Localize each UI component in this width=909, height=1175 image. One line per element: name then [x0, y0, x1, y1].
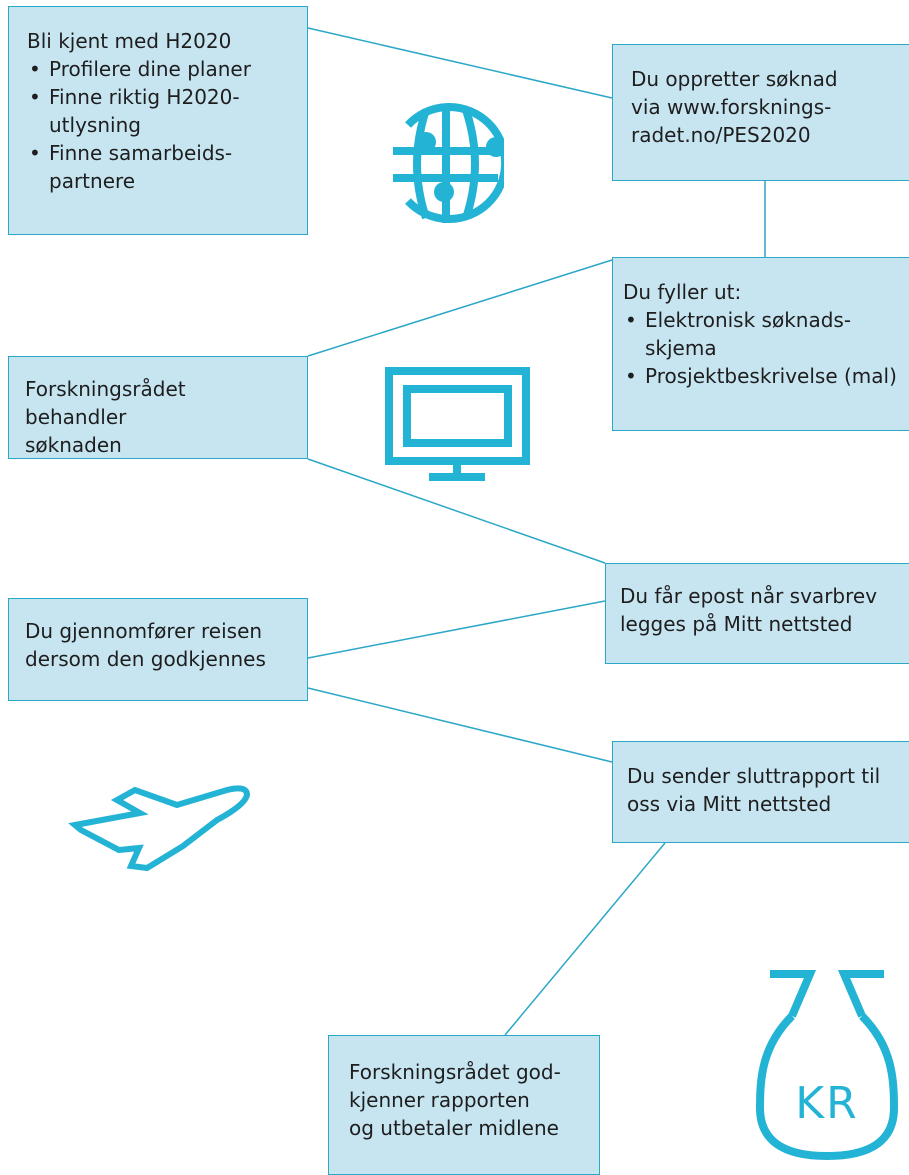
step-text: Du oppretter søknad via www.forsknings-r…: [631, 67, 838, 147]
step-box-email: Du får epost når svarbrev legges på Mitt…: [605, 563, 909, 664]
step-list: Profilere dine planer Finne riktig H2020…: [27, 55, 289, 195]
connector-7-8: [504, 842, 666, 1036]
step-box-create-application: Du oppretter søknad via www.forsknings-r…: [612, 44, 909, 181]
money-bag-icon: KR: [755, 970, 899, 1161]
step-text: Du sender sluttrapport til oss via Mitt …: [627, 764, 881, 816]
connector-4-5: [307, 458, 606, 564]
connector-6-7: [307, 687, 613, 763]
step-title: Du fyller ut:: [623, 280, 742, 304]
step-title: Bli kjent med H2020: [27, 29, 232, 53]
airplane-icon: [68, 785, 251, 872]
step-box-approval: Forskningsrådet god-kjenner rapporten og…: [328, 1035, 600, 1175]
step-text: Forskningsrådet behandler søknaden: [25, 377, 186, 457]
step-box-final-report: Du sender sluttrapport til oss via Mitt …: [612, 741, 909, 843]
step-box-travel: Du gjennomfører reisen dersom den godkje…: [8, 598, 308, 701]
list-item: Elektronisk søknads-skjema: [623, 306, 855, 362]
step-box-fill-out: Du fyller ut: Elektronisk søknads-skjema…: [612, 257, 909, 431]
list-item: Finne riktig H2020-utlysning: [27, 83, 289, 139]
step-box-processing: Forskningsrådet behandler søknaden: [8, 356, 308, 459]
step-list: Elektronisk søknads-skjema Prosjektbeskr…: [623, 306, 909, 390]
connector-5-6: [307, 600, 606, 659]
step-box-get-to-know: Bli kjent med H2020 Profilere dine plane…: [8, 6, 308, 235]
step-text: Du gjennomfører reisen dersom den godkje…: [25, 619, 266, 671]
list-item: Profilere dine planer: [27, 55, 289, 83]
money-bag-label: KR: [795, 1078, 858, 1129]
step-text: Forskningsrådet god-kjenner rapporten og…: [349, 1060, 561, 1140]
monitor-icon: [385, 367, 530, 481]
list-item: Finne samarbeids-partnere: [27, 139, 289, 195]
connector-3-4: [307, 259, 613, 357]
globe-icon: [393, 103, 504, 223]
list-item: Prosjektbeskrivelse (mal): [623, 362, 909, 390]
step-text: Du får epost når svarbrev legges på Mitt…: [620, 584, 878, 636]
connector-1-2: [307, 27, 613, 99]
